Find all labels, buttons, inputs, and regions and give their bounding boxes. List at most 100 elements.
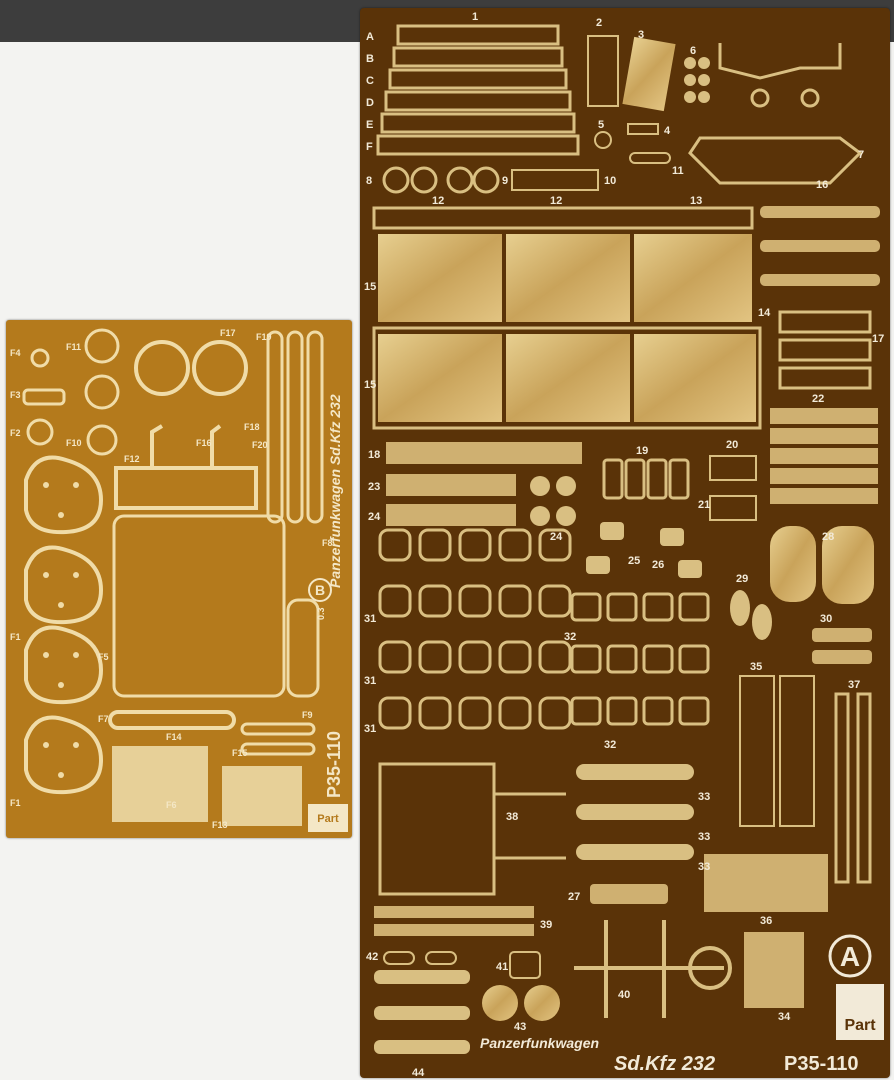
- label-f11: F11: [66, 342, 81, 352]
- part-label-8: 8: [366, 175, 372, 187]
- part-label-38: 38: [506, 811, 518, 823]
- part-label-41: 41: [496, 961, 508, 973]
- part-36: [704, 854, 828, 912]
- part-label-14: 14: [758, 307, 771, 319]
- strip-parts: [386, 442, 582, 526]
- label-f2: F2: [10, 428, 21, 438]
- part-label-37: 37: [848, 679, 860, 691]
- sheet-b-drawing: B 0.3 Panzerfunkwagen Sd.Kfz 232 P35-110…: [10, 328, 348, 832]
- part-brand-box-a: [836, 984, 884, 1040]
- row-letters: A B C D E F: [366, 31, 374, 153]
- label-f16: F16: [196, 438, 212, 448]
- label-f8: F8: [322, 538, 333, 548]
- part-16: [760, 206, 880, 286]
- large-panels: [372, 206, 762, 430]
- part-label-33a: 33: [698, 791, 710, 803]
- part-label-19: 19: [636, 445, 648, 457]
- sheet-b-vehicle: Panzerfunkwagen Sd.Kfz 232: [327, 394, 343, 588]
- part-38: [378, 762, 566, 896]
- part-29: [730, 590, 772, 640]
- sheet-b-labels: F1 F1 F2 F3 F4 F5 F6 F7 F8 F9 F10 F11 F1…: [10, 328, 333, 830]
- part-8: [382, 166, 500, 194]
- label-f14: F14: [166, 732, 182, 742]
- part-label-24b: 24: [550, 531, 563, 543]
- label-f13: F13: [212, 820, 228, 830]
- f12-bracket: [114, 424, 258, 510]
- part-42: [383, 951, 457, 965]
- part-label-6: 6: [690, 45, 696, 57]
- part-label-13: 13: [690, 195, 702, 207]
- part-label-31c: 31: [364, 723, 376, 735]
- part-label-42: 42: [366, 951, 378, 963]
- part-6: [684, 57, 710, 103]
- sheet-b-code: P35-110: [324, 731, 344, 798]
- part-label-43: 43: [514, 1021, 526, 1033]
- part-7: [688, 43, 863, 185]
- trefoil-holes: [43, 482, 79, 778]
- part-24-discs: [530, 476, 576, 526]
- part-label-12b: 12: [550, 195, 562, 207]
- brand-box-b: [308, 804, 348, 832]
- sheet-a-code: P35-110: [784, 1053, 859, 1075]
- part-label-27: 27: [568, 891, 580, 903]
- part-label-15b: 15: [364, 379, 376, 391]
- part-2: [587, 35, 619, 107]
- part-label-44: 44: [412, 1067, 425, 1078]
- part-label-12a: 12: [432, 195, 444, 207]
- photo-etch-sheet-b: B 0.3 Panzerfunkwagen Sd.Kfz 232 P35-110…: [6, 320, 352, 838]
- sheet-a-title-italic: Panzerfunkwagen: [480, 1035, 599, 1051]
- small-top-left-parts: [22, 328, 120, 456]
- part-37: [834, 692, 872, 884]
- part-label-3: 3: [638, 29, 644, 41]
- label-f9: F9: [302, 710, 313, 720]
- label-f4: F4: [10, 348, 21, 358]
- row-letter-b: B: [366, 53, 374, 65]
- part-3: [622, 36, 676, 112]
- part-label-26: 26: [652, 559, 664, 571]
- part-label-23: 23: [368, 481, 380, 493]
- trefoil-plates: [24, 455, 104, 795]
- label-f1b: F1: [10, 798, 21, 808]
- part-label-36: 36: [760, 915, 772, 927]
- part-label-25: 25: [628, 555, 640, 567]
- part-label-18: 18: [368, 449, 380, 461]
- part-11: [629, 152, 671, 164]
- f14-panel: [112, 746, 302, 826]
- part-28: [770, 526, 874, 604]
- part-label-11: 11: [672, 165, 684, 177]
- label-f12: F12: [124, 454, 140, 464]
- part-label-2: 2: [596, 17, 602, 29]
- part-5: [594, 131, 612, 149]
- part-25-26: [586, 522, 702, 578]
- part-label-33c: 33: [698, 861, 710, 873]
- part-4: [627, 123, 659, 135]
- part-31-grid: [378, 528, 572, 730]
- part-label-28: 28: [822, 531, 834, 543]
- f19-chains: [266, 330, 324, 524]
- label-f3: F3: [10, 390, 21, 400]
- label-f15: F15: [232, 748, 248, 758]
- part-label-31b: 31: [364, 675, 376, 687]
- label-f17: F17: [220, 328, 236, 338]
- label-f1a: F1: [10, 632, 21, 642]
- label-f20: F20: [252, 440, 268, 450]
- part-label-15a: 15: [364, 281, 376, 293]
- row-letter-c: C: [366, 75, 374, 87]
- part-33: [576, 764, 694, 860]
- sheet-letter-a: A: [840, 941, 860, 972]
- sheet-letter-b: B: [315, 582, 325, 598]
- part-label-30: 30: [820, 613, 832, 625]
- part-41: [509, 951, 541, 979]
- f15-rods: [240, 722, 316, 756]
- label-f6: F6: [166, 800, 177, 810]
- brand-text-a: Part: [844, 1017, 876, 1034]
- part-17: [778, 310, 872, 390]
- row-letter-f: F: [366, 141, 373, 153]
- brand-text-b: Part: [317, 813, 339, 825]
- part-label-7: 7: [858, 149, 864, 161]
- sheet-a-drawing: A B C D E F: [364, 11, 884, 1078]
- row-letter-a: A: [366, 31, 374, 43]
- row-letter-d: D: [366, 97, 374, 109]
- f5-link-grid: [112, 514, 320, 698]
- label-f18: F18: [244, 422, 260, 432]
